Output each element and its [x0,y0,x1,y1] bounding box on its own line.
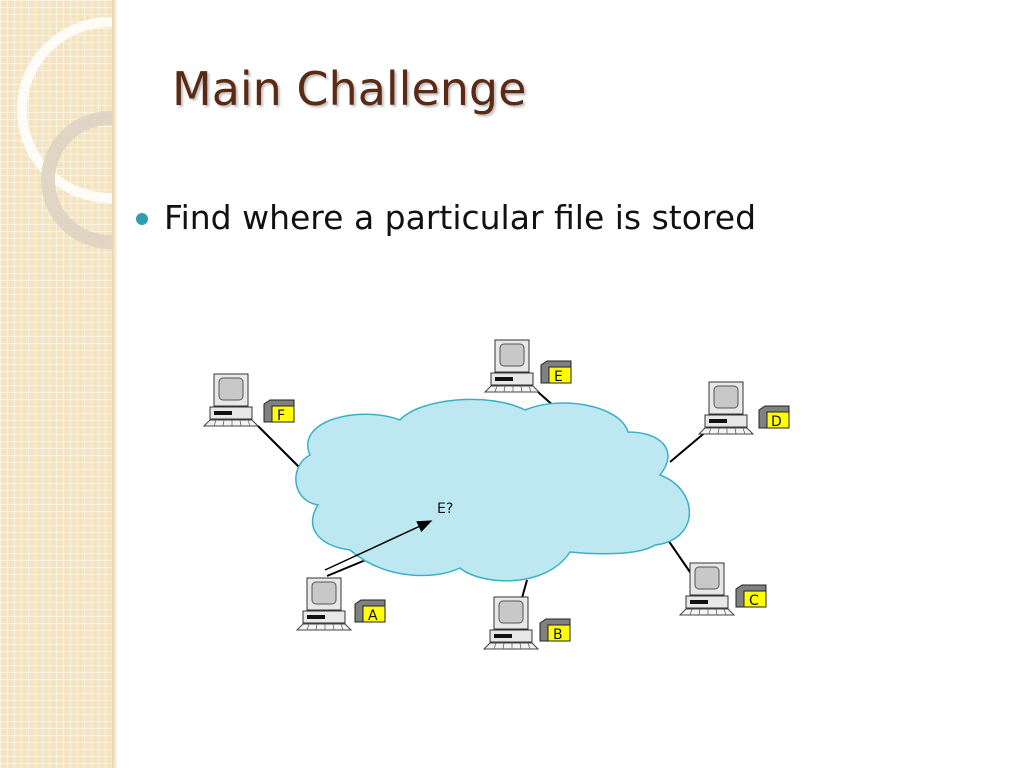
node-label-d: D [771,414,782,430]
peer-node-f: F [203,373,295,427]
desktop-computer-icon [203,373,259,427]
node-label-b: B [553,627,563,643]
side-band-edge [112,0,118,768]
decorative-circles [17,17,112,249]
bullet-item: Find where a particular file is stored [136,198,756,237]
bullet-text: Find where a particular file is stored [164,198,757,237]
desktop-computer-icon [483,596,539,650]
query-arrow [324,520,433,571]
bullet-dot-icon [136,212,148,225]
node-label-c: C [749,593,759,609]
peer-node-a: A [296,577,386,631]
node-label-a: A [368,608,378,624]
network-cloud-icon [295,398,691,582]
desktop-computer-icon [296,577,352,631]
peer-node-c: C [679,562,767,616]
peer-node-b: B [483,596,571,650]
peer-node-d: D [698,381,790,435]
slide-title: Main Challenge [172,62,527,116]
node-label-e: E [554,369,563,385]
connection-lines [257,391,709,599]
desktop-computer-icon [484,339,540,393]
query-label: E? [437,501,453,517]
desktop-computer-icon [698,381,754,435]
node-label-f: F [277,408,285,424]
decorative-side-band [0,0,112,768]
peer-node-e: E [484,339,572,393]
